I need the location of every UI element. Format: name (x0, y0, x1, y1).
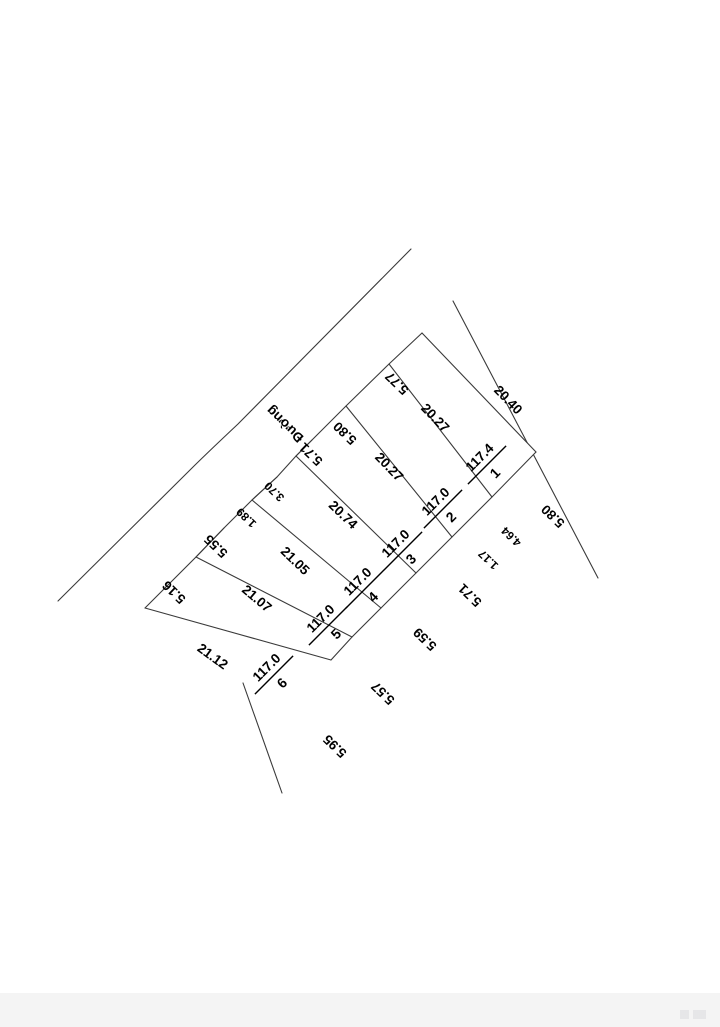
frontage-notch-a (295, 439, 313, 457)
road-label: Đường (263, 403, 306, 445)
divider-1-2 (388, 363, 493, 498)
footer-band (0, 993, 720, 1027)
parcel-block (144, 332, 537, 661)
dim-5-71-right: 5.71 (455, 580, 485, 609)
frontage-notch-c (195, 527, 225, 558)
parcel-block-fill (145, 333, 536, 660)
road-name-group: Đường (263, 403, 306, 445)
plot-3-fraction-rule (383, 531, 423, 571)
divider-4-5 (251, 499, 382, 609)
divider-5-6 (195, 556, 353, 638)
dim-5-80-right: 5.80 (538, 502, 567, 531)
frontage-notch-b (251, 476, 278, 501)
divider-2-3 (345, 405, 453, 538)
road-lower-left-edge (242, 682, 283, 794)
plot-1-fraction-rule (467, 445, 507, 485)
dim-4-64: 4.64 (499, 524, 524, 549)
dim-21-12: 21.12 (195, 640, 231, 672)
boundary-right-end (421, 332, 537, 453)
dim-1-17: 1.17 (477, 547, 501, 571)
dim-5-59: 5.59 (410, 625, 439, 654)
boundary-left-end (144, 607, 332, 661)
divider-3-4 (295, 455, 417, 574)
dim-5-95: 5.95 (320, 731, 350, 760)
plot-5-fraction-rule (308, 606, 348, 646)
plot-6-label: 117.0 6 (250, 651, 294, 695)
dim-5-57: 5.57 (368, 679, 397, 708)
footer-watermark-icon (680, 1010, 706, 1019)
road-upper-edge (57, 248, 412, 602)
road-right-edge (452, 300, 599, 579)
plot-6-number: 6 (273, 674, 290, 691)
road-lines (57, 248, 599, 794)
plot-6-fraction-rule (254, 655, 294, 695)
plot-2-fraction-rule (423, 489, 463, 529)
plot-4-fraction-rule (345, 569, 385, 609)
